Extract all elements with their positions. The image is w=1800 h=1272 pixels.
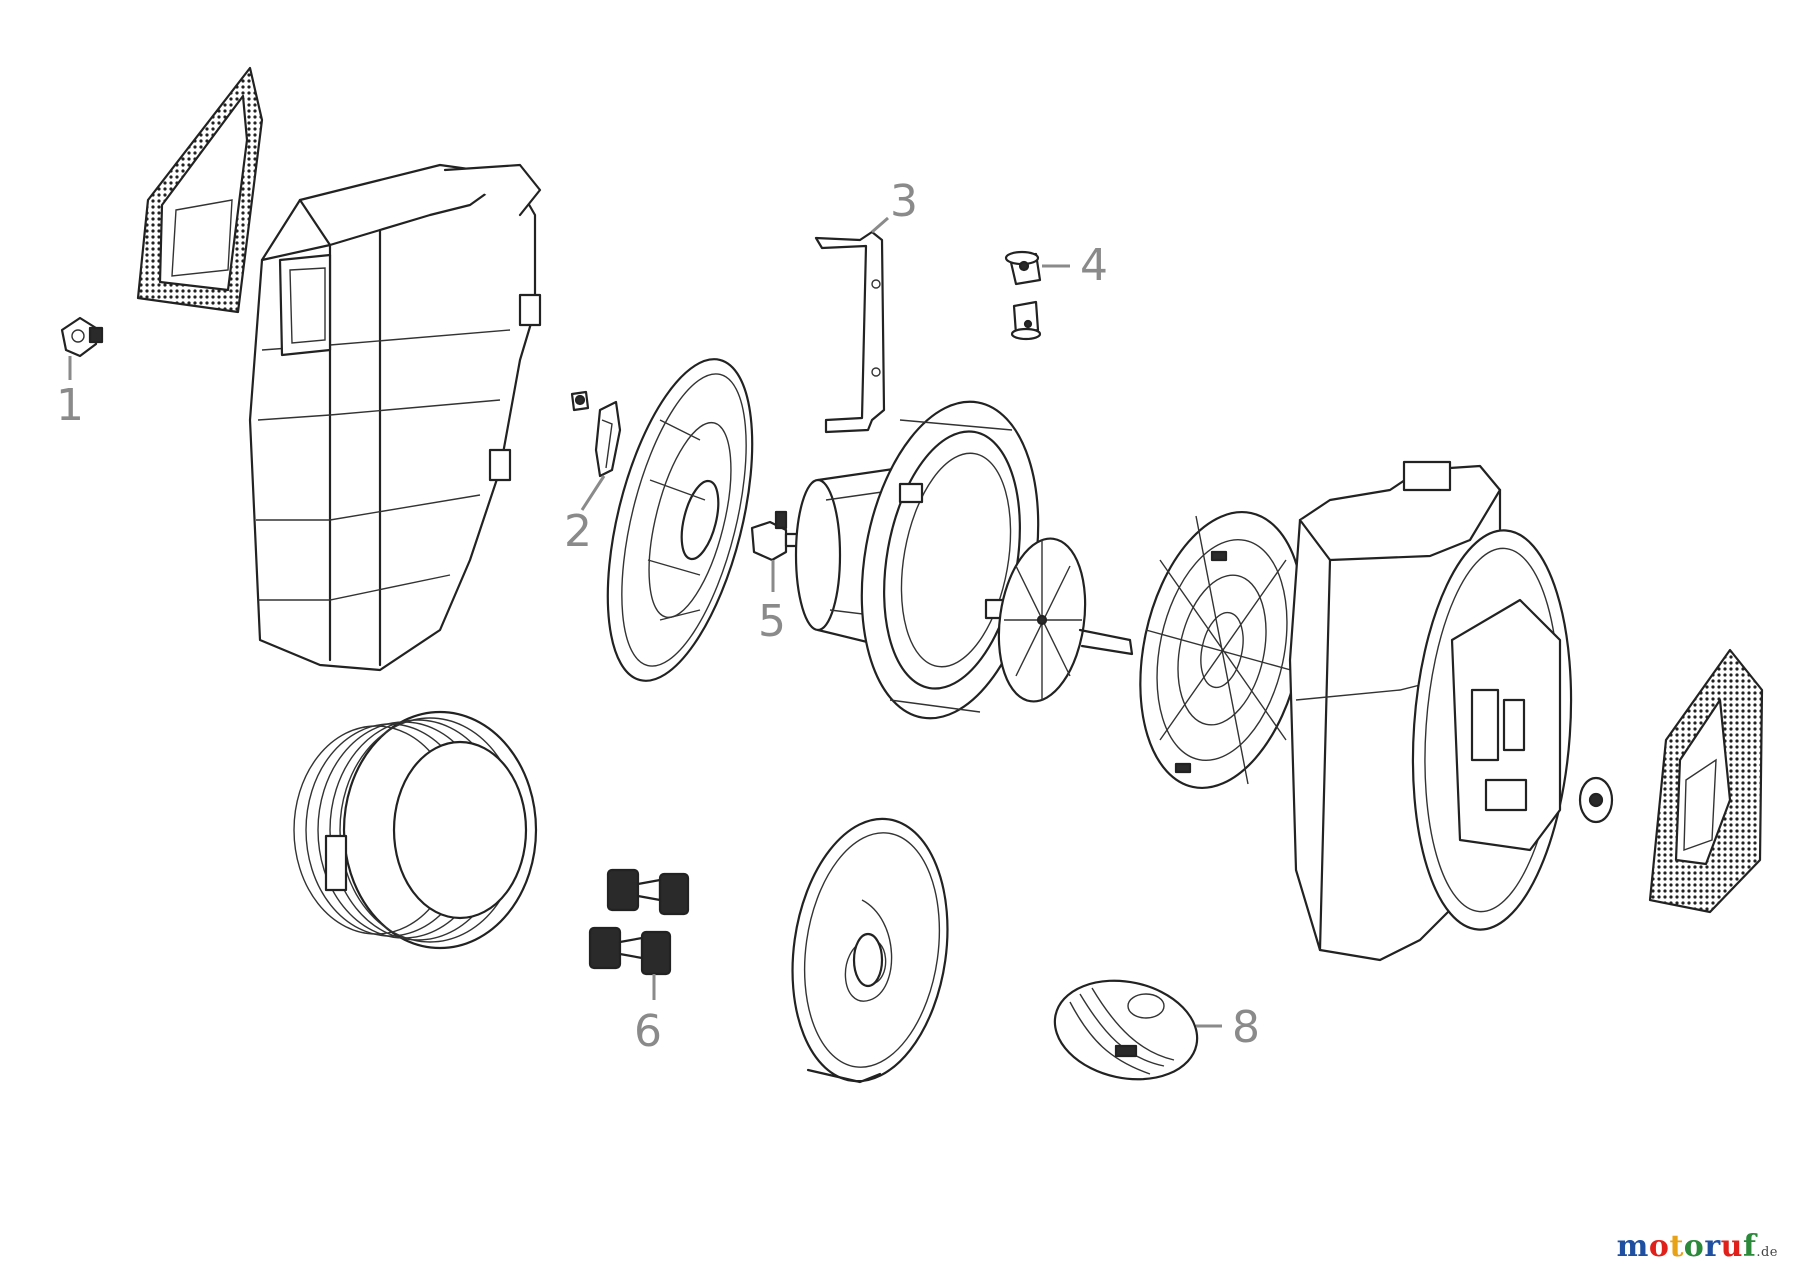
- callout-1: 1: [56, 380, 84, 431]
- motoruf-logo: motoruf.de: [1617, 1229, 1778, 1264]
- fan-shroud-ring: [860, 400, 1040, 720]
- callout-2: 2: [564, 506, 592, 557]
- hose-coil: [293, 710, 538, 950]
- logo-wordmark: motoruf: [1616, 1229, 1757, 1264]
- callout-5: 5: [758, 596, 786, 647]
- part-8-cable-clip: [1053, 979, 1199, 1081]
- right-filter-cover: [1648, 648, 1764, 914]
- left-housing: [248, 163, 542, 672]
- callout-4: 4: [1080, 240, 1108, 291]
- impeller: [997, 537, 1134, 703]
- callout-6: 6: [634, 1006, 662, 1057]
- part-2-latch: [570, 390, 622, 478]
- right-housing: [1288, 460, 1573, 962]
- spring-reel: [791, 817, 949, 1084]
- part-4-bushings: [1004, 250, 1042, 341]
- part-3-bracket: [814, 230, 886, 434]
- reel-drum-disc: [606, 358, 754, 682]
- callout-3: 3: [890, 176, 918, 227]
- part-6-couplings: [588, 868, 690, 976]
- part-5-connector: [750, 510, 802, 562]
- logo-suffix: .de: [1756, 1245, 1778, 1260]
- left-filter-cover: [136, 66, 264, 314]
- callout-8: 8: [1232, 1002, 1260, 1053]
- part-1-knob: [60, 316, 104, 358]
- right-knob: [1578, 776, 1614, 824]
